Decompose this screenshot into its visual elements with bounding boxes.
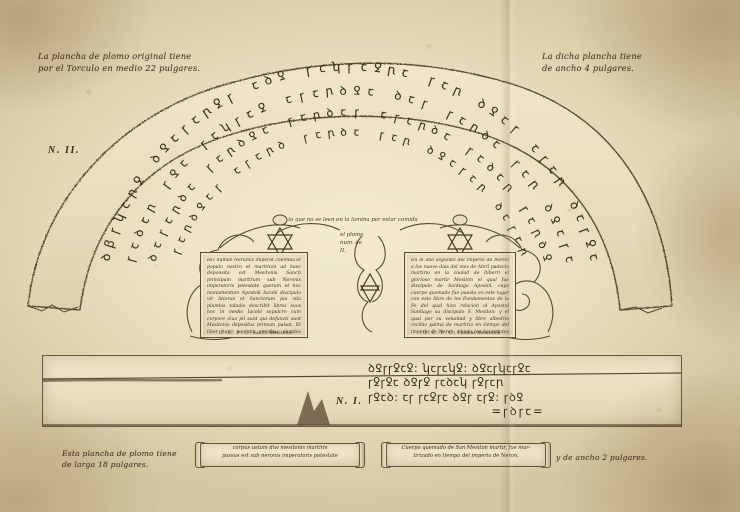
scroll-right-line2: tirizado en tiempo del imperio de Neron.: [413, 452, 519, 459]
caption-top-left-line1: La plancha de plomo original tiene: [38, 51, 192, 61]
plate-label-n2: N. II.: [48, 145, 81, 156]
cartouche-left-text: Hic humile Nerumis imperat colomba et po…: [207, 258, 301, 334]
middle-note-line2: el plomo: [340, 232, 364, 238]
bar-script-line-3: ꞅꝾꞇꝺ: ꞇꞅ ꞅꞇꝿꞅꞇ ꝺꝾꞅ ꞇꞅꝿ: ꞅꝺꝾ: [368, 389, 524, 404]
bar-plate: ꝺꝾꞅꞅꝿꞇꝿ: ʮꞇꞅꞇʮꝿ: ꝺꝾꞇꞅʮꞇꞅꝿꞇ ꞅꝿꞅꝿꞇ ꝺꝾꞅꝿ ꞅꞇ…: [42, 355, 682, 427]
middle-note-line4: II.: [340, 248, 346, 255]
scroll-left-text: corpus ustum divi mesitonis martiris pas…: [212, 445, 348, 465]
bar-script-line-2: ꞅꝿꞅꝿꞇ ꝺꝾꞅꝿ ꞅꞇꝺꞇʮ ꞅꝿꞅꞇꞃ: [368, 375, 504, 390]
caption-top-left: La plancha de plomo original tiene por e…: [38, 50, 218, 74]
caption-bottom-left-line2: de larga 18 pulgares.: [62, 460, 149, 469]
middle-note-line1: lo que no se leen en la lamina por estar…: [288, 217, 418, 223]
scroll-left-body: [200, 443, 360, 467]
scroll-right-body: [386, 443, 546, 467]
scroll-left-line2: passus est sub neronis imperatoris potes…: [222, 452, 338, 459]
cartouche-right-text: En el ano segundo del imperio de Neron a…: [411, 258, 509, 334]
caption-bottom-left: Esta plancha de plomo tiene de larga 18 …: [62, 448, 232, 470]
middle-note-sub: el plomo num. de II.: [340, 231, 400, 255]
bar-script-line-4: =ꞅꝺꞅꞇ=: [491, 404, 545, 419]
bar-plate-spike: [297, 391, 330, 425]
caption-bottom-left-line1: Esta plancha de plomo tiene: [62, 449, 177, 458]
arc-plate-shape: [27, 62, 673, 314]
cartouche-left-frame: [200, 252, 308, 338]
star-of-david-left-down: [266, 234, 294, 258]
star-of-david-left-up: [266, 226, 294, 250]
caption-top-right-line1: La dicha plancha tiene: [542, 51, 643, 61]
caption-top-right-line2: de ancho 4 pulgares.: [542, 63, 635, 74]
bar-plate-body: [42, 355, 682, 427]
scroll-right-text: Cuerpo quemado de San Mesiton martir, fu…: [398, 445, 534, 465]
caption-top-right: La dicha plancha tiene de ancho 4 pulgar…: [542, 50, 702, 74]
bar-plate-script: ꝺꝾꞅꞅꝿꞇꝿ: ʮꞇꞅꞇʮꝿ: ꝺꝾꞇꞅʮꞇꞅꝿꞇ ꞅꝿꞅꝿꞇ ꝺꝾꞅꝿ ꞅꞇ…: [368, 361, 668, 419]
plate-label-n1: N. I.: [336, 396, 363, 407]
scroll-banner-left: corpus ustum divi mesitonis martiris pas…: [195, 442, 365, 468]
middle-note: lo que no se leen en la lamina por estar…: [288, 216, 418, 224]
star-of-david-right-down: [446, 234, 474, 258]
caption-bottom-right-line1: y de ancho 2 pulgares.: [556, 453, 648, 462]
cartouche-right: En el ano segundo del imperio de Neron a…: [404, 252, 516, 338]
cartouche-right-signature: : O : C : P : C : Thomas Mesitonis: [419, 330, 501, 336]
cartouche-left-signature: : O : C : P : C : Sancti Mesitonis: [215, 330, 293, 336]
caption-bottom-right: y de ancho 2 pulgares.: [556, 452, 706, 463]
cartouche-left: Hic humile Nerumis imperat colomba et po…: [200, 252, 308, 338]
cartouche-right-frame: [404, 252, 516, 338]
star-of-david-right-up: [446, 226, 474, 250]
middle-note-line3: num. de: [340, 240, 363, 247]
scroll-banner-right: Cuerpo quemado de San Mesiton martir, fu…: [381, 442, 551, 468]
finial-left: [272, 214, 288, 226]
bar-plate-relief: [42, 372, 682, 426]
scroll-left-line1: corpus ustum divi mesitonis martiris: [232, 445, 328, 451]
finial-right: [452, 214, 468, 226]
caption-top-left-line2: por el Torculo en medio 22 pulgares.: [38, 63, 201, 74]
star-of-david-center-down: [359, 285, 381, 304]
scroll-right-line1: Cuerpo quemado de San Mesiton martir, fu…: [401, 445, 531, 451]
bar-script-line-1: ꝺꝾꞅꞅꝿꞇꝿ: ʮꞇꞅꞇʮꝿ: ꝺꝾꞇꞅʮꞇꞅꝿꞇ: [368, 361, 531, 375]
star-of-david-center-up: [359, 272, 381, 291]
